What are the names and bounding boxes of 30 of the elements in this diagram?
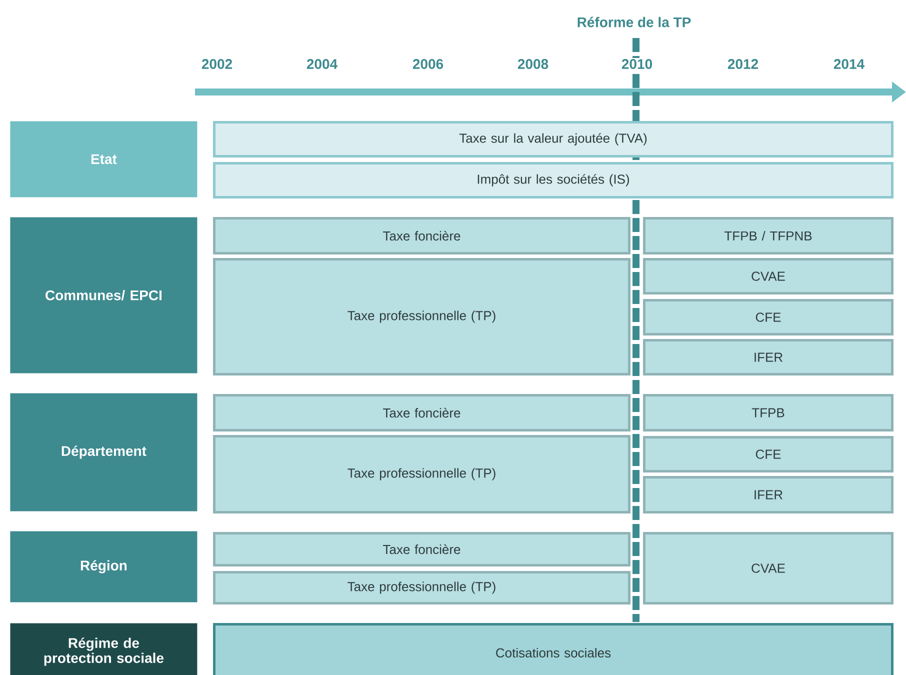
- tax-bar: Taxe foncière: [213, 532, 630, 566]
- reform-title: Réforme de la TP: [578, 16, 691, 28]
- year-label: 2004: [305, 58, 339, 70]
- category-box: Région: [10, 531, 198, 602]
- tax-bar: Taxe professionnelle (TP): [213, 258, 630, 376]
- tax-bar: TFPB: [643, 394, 894, 432]
- tax-bar: Cotisations sociales: [213, 623, 894, 675]
- tax-bar: CFE: [643, 436, 894, 472]
- tax-bar: Taxe sur la valeur ajoutée (TVA): [213, 121, 894, 158]
- tax-bar: Taxe professionnelle (TP): [213, 571, 630, 604]
- category-box: Régime de protection sociale: [10, 623, 198, 675]
- year-label: 2012: [726, 58, 760, 70]
- year-label: 2010: [620, 58, 654, 70]
- tax-bar: Taxe foncière: [213, 394, 630, 432]
- year-label: 2008: [516, 58, 550, 70]
- category-box: Communes/ EPCI: [10, 217, 198, 374]
- category-box: Etat: [10, 121, 198, 198]
- tax-bar: Taxe professionnelle (TP): [213, 435, 630, 514]
- tax-bar: CVAE: [643, 532, 894, 604]
- tax-bar: Taxe foncière: [213, 217, 630, 254]
- year-label: 2002: [200, 58, 234, 70]
- tax-bar: IFER: [643, 339, 894, 376]
- year-label: 2006: [411, 58, 445, 70]
- tax-bar: CFE: [643, 299, 894, 336]
- tax-bar: TFPB / TFPNB: [643, 217, 894, 254]
- category-box: Département: [10, 393, 198, 512]
- tax-bar: Impôt sur les sociétés (IS): [213, 162, 894, 198]
- tax-bar: IFER: [643, 476, 894, 514]
- tax-bar: CVAE: [643, 258, 894, 294]
- year-label: 2014: [832, 58, 866, 70]
